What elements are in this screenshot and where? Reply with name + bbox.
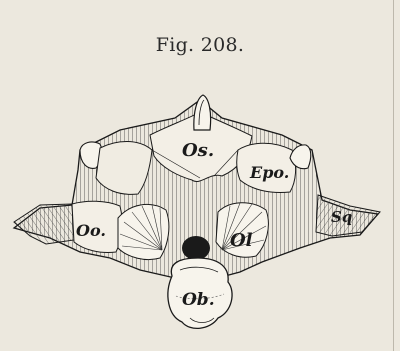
- left-wing: [14, 204, 74, 244]
- label-epo: Epo.: [249, 163, 289, 182]
- label-ol: Ol: [230, 230, 253, 251]
- foramen-magnum: [182, 236, 210, 260]
- left-exoccipital: [118, 204, 169, 259]
- label-os: Os.: [182, 140, 214, 161]
- label-oo: Oo.: [76, 221, 106, 240]
- label-ob: Ob.: [182, 290, 215, 310]
- os-spine: [194, 95, 211, 130]
- label-sq: Sq: [331, 208, 352, 226]
